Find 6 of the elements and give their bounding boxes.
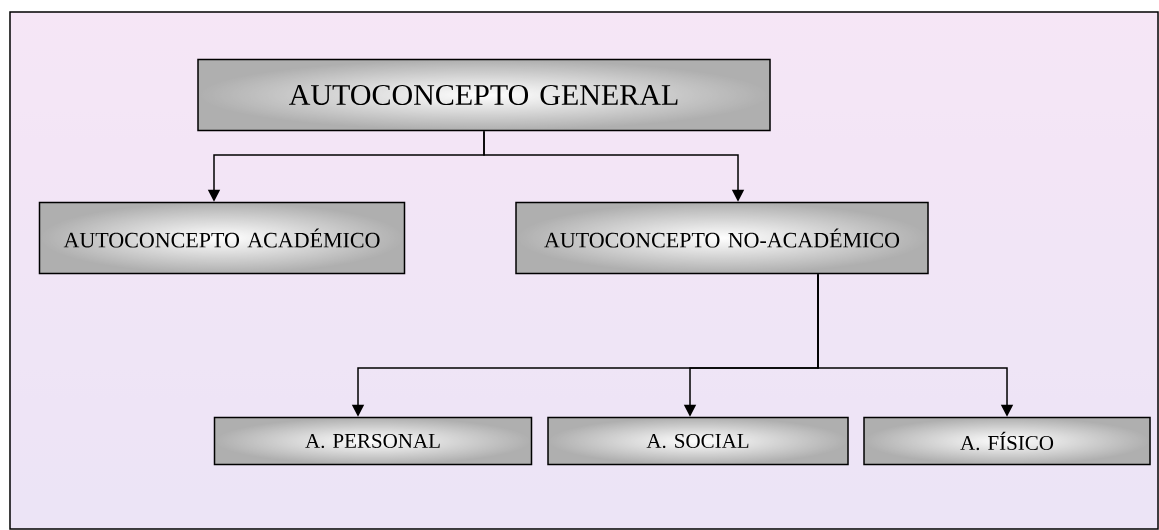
concept-box: A. PERSONAL	[213, 416, 533, 466]
concept-box: A. FÍSICO	[863, 416, 1151, 466]
concept-box: AUTOCONCEPTO ACADÉMICO	[38, 201, 406, 275]
concept-box: AUTOCONCEPTO GENERAL	[197, 58, 771, 132]
concept-box: AUTOCONCEPTO NO-ACADÉMICO	[515, 201, 929, 275]
concept-box: A. SOCIAL	[547, 416, 849, 466]
